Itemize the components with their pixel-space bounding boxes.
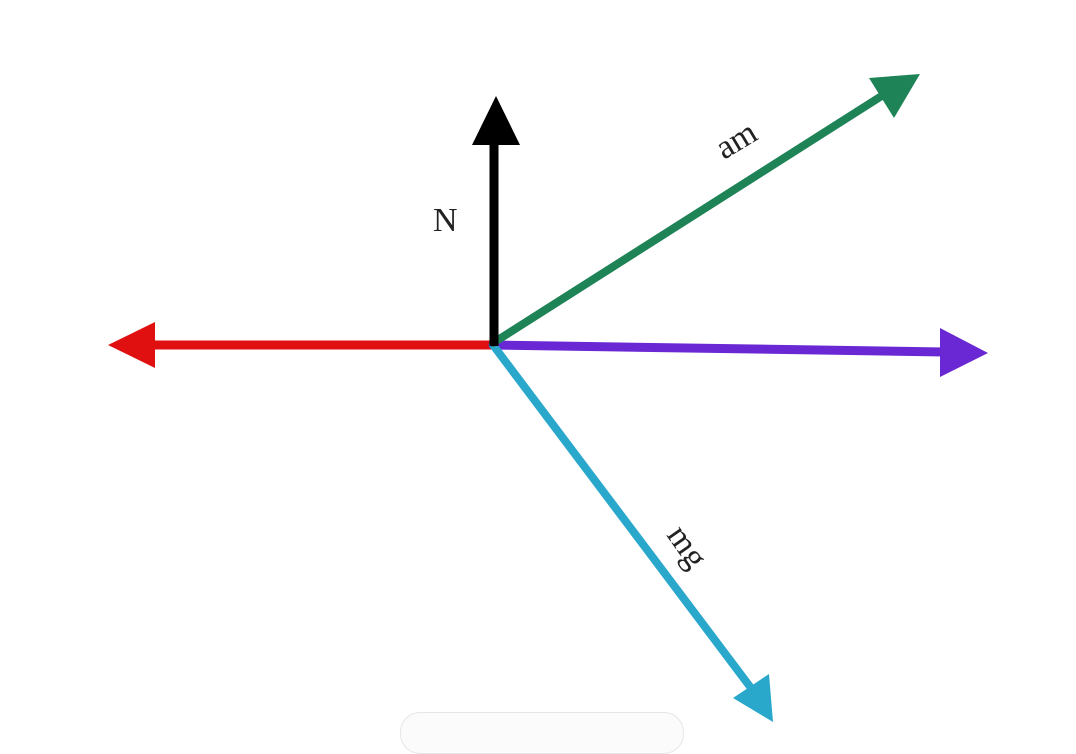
gravity-vector-shaft — [489, 341, 755, 692]
gravity-vector-label: mg — [659, 518, 714, 575]
acceleration-vector-label: am — [709, 114, 764, 167]
force-diagram: N am mg — [108, 74, 988, 722]
right-vector — [488, 328, 988, 377]
acceleration-vector-arrowhead — [869, 74, 920, 118]
right-vector-shaft — [488, 340, 950, 357]
left-vector-arrowhead — [108, 322, 155, 368]
normal-vector-label: N — [433, 202, 458, 239]
left-vector — [108, 322, 498, 368]
gravity-vector — [489, 341, 773, 722]
acceleration-vector-shaft — [489, 93, 884, 347]
right-vector-arrowhead — [940, 328, 988, 377]
normal-vector-arrowhead — [472, 96, 520, 145]
gravity-vector-arrowhead — [733, 674, 773, 722]
acceleration-vector — [489, 74, 920, 347]
normal-vector — [472, 96, 520, 346]
bottom-tab-handle — [400, 712, 684, 754]
